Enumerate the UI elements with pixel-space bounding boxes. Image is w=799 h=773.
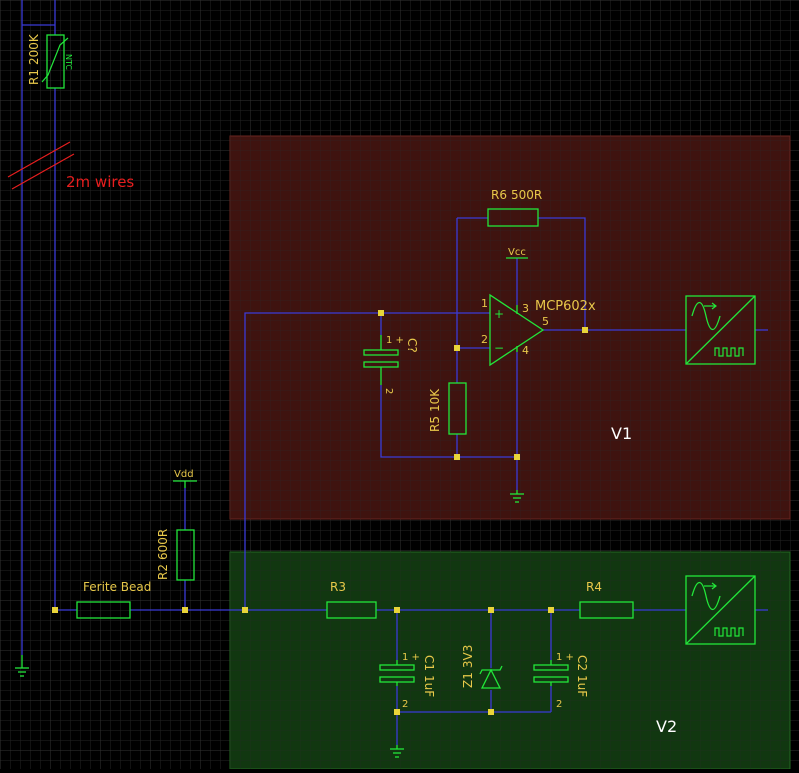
- opamp-pin4: 4: [522, 344, 529, 357]
- ferrite-label: Ferite Bead: [83, 580, 151, 594]
- opamp-mcp602x[interactable]: + − 1 2 3 4 5 MCP602x: [481, 293, 596, 367]
- r1-ref-label: R1: [27, 69, 41, 85]
- r3-resistor[interactable]: R3: [326, 580, 377, 619]
- ground-symbol-v2: [390, 745, 404, 758]
- opamp-pin2: 2: [481, 333, 488, 346]
- adc-block-v1[interactable]: [685, 295, 756, 365]
- r3-ref-label: R3: [330, 580, 346, 594]
- svg-text:R1200K: R1 200K: [27, 33, 41, 85]
- z1-zener-diode[interactable]: Z13V3: [461, 645, 503, 689]
- region-v2[interactable]: V2: [229, 551, 791, 770]
- r1-body-label: NTC: [64, 54, 73, 70]
- ground-symbol-left: [15, 655, 29, 677]
- opamp-pin5: 5: [542, 315, 549, 328]
- cq-pin-minus: 2: [383, 388, 394, 394]
- region-v2-label: V2: [656, 717, 677, 736]
- r1-thermistor[interactable]: NTC R1 200K: [27, 33, 73, 89]
- ferrite-bead[interactable]: Ferite Bead: [76, 580, 151, 619]
- svg-text:C21uF: C21uF: [575, 655, 589, 697]
- svg-text:R2600R: R2 600R: [156, 529, 170, 580]
- c2-pin-minus: 2: [556, 699, 562, 710]
- c2-value-label: 1uF: [575, 675, 589, 697]
- ground-symbol-opamp: [510, 490, 524, 503]
- r4-ref-label: R4: [586, 580, 602, 594]
- svg-text:Z13V3: Z13V3: [461, 645, 475, 688]
- r5-value-label: 10K: [428, 388, 442, 412]
- cq-ref-label: C?: [405, 338, 419, 353]
- vcc-label: Vcc: [508, 247, 526, 258]
- opamp-pin1: 1: [481, 297, 488, 310]
- r5-ref-label: R5: [428, 416, 442, 432]
- vcc-supply[interactable]: Vcc: [506, 247, 528, 259]
- r2-resistor[interactable]: R2 600R: [156, 529, 195, 581]
- c1-value-label: 1uF: [422, 675, 436, 697]
- c1-ref-label: C1: [422, 655, 436, 671]
- c1-capacitor[interactable]: 1 + 2 C11uF: [379, 652, 436, 710]
- vdd-label: Vdd: [174, 469, 194, 480]
- opamp-plus-sign: +: [494, 307, 504, 321]
- r6-resistor[interactable]: R6 500R: [487, 188, 542, 227]
- z1-ref-label: Z1: [461, 672, 475, 688]
- adc-block-v2[interactable]: [685, 575, 756, 645]
- z1-value-label: 3V3: [461, 645, 475, 668]
- junctions: [52, 310, 588, 715]
- wires: [21, 0, 768, 745]
- r4-resistor[interactable]: R4: [579, 580, 634, 619]
- c1-pin-plus: 1 +: [402, 652, 420, 663]
- r2-ref-label: R2: [156, 564, 170, 580]
- r2-value-label: 600R: [156, 529, 170, 560]
- r6-ref-label: R6: [491, 188, 507, 202]
- opamp-pin3: 3: [522, 302, 529, 315]
- c1-pin-minus: 2: [402, 699, 408, 710]
- svg-text:R510K: R510K: [428, 388, 442, 432]
- region-v1[interactable]: V1: [229, 135, 791, 520]
- cq-capacitor[interactable]: 1 + 2 C?: [363, 335, 419, 394]
- vdd-supply[interactable]: Vdd: [173, 469, 197, 488]
- opamp-label: MCP602x: [535, 299, 596, 314]
- r1-value-label: 200K: [27, 33, 41, 65]
- r6-value-label: 500R: [511, 188, 542, 202]
- c2-pin-plus: 1 +: [556, 652, 574, 663]
- c2-ref-label: C2: [575, 655, 589, 671]
- wire-break-marker: [7, 141, 75, 190]
- svg-text:C11uF: C11uF: [422, 655, 436, 697]
- cq-pin-plus: 1 +: [386, 335, 404, 346]
- r5-resistor[interactable]: R510K: [428, 382, 467, 435]
- region-v1-label: V1: [611, 424, 632, 443]
- opamp-minus-sign: −: [494, 341, 504, 355]
- wire-length-note: 2m wires: [66, 173, 134, 191]
- c2-capacitor[interactable]: 1 + 2 C21uF: [533, 652, 589, 710]
